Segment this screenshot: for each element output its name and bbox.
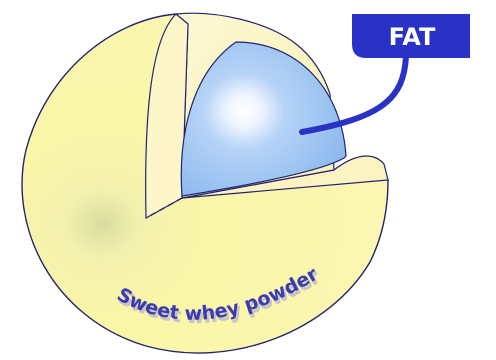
fat-label-text: FAT [389,23,436,51]
fat-label: FAT [352,14,470,58]
